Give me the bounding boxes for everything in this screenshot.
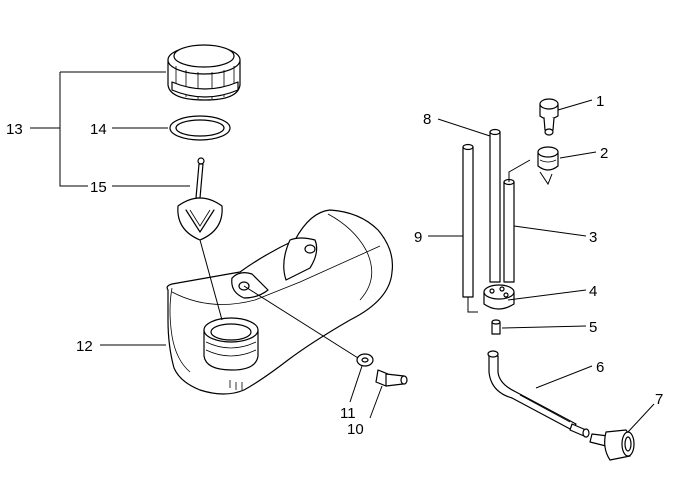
check-valve: [491, 319, 501, 335]
grommet: [483, 284, 515, 310]
callout-8: 8: [423, 111, 431, 128]
callout-11: 11: [340, 405, 356, 422]
bolt: [375, 369, 408, 387]
fuel-cap: [167, 44, 241, 101]
connector: [589, 429, 635, 461]
callout-3: 3: [589, 229, 597, 246]
cap-gasket: [169, 115, 231, 141]
leader-lines: [30, 71, 655, 433]
callout-10: 10: [347, 421, 364, 438]
callout-labels: 13 14 15 12 11 10 1 2 3 4 5 6 7 8 9: [6, 93, 663, 438]
callout-7: 7: [655, 391, 663, 408]
callout-15: 15: [90, 179, 107, 196]
callout-13: 13: [6, 121, 23, 138]
callout-5: 5: [589, 319, 597, 336]
washer: [356, 353, 374, 367]
callout-4: 4: [589, 283, 597, 300]
callout-2: 2: [600, 145, 608, 162]
cap-retainer: [177, 157, 223, 241]
callout-9: 9: [414, 229, 422, 246]
fuel-tube: [462, 143, 474, 298]
callout-12: 12: [76, 338, 93, 355]
callout-1: 1: [596, 93, 604, 110]
fuel-line: [487, 350, 590, 438]
strainer: [539, 98, 559, 136]
callout-14: 14: [90, 121, 107, 138]
callout-6: 6: [596, 359, 604, 376]
fuel-tank: [166, 209, 394, 395]
return-tube: [503, 178, 515, 283]
vent-tube: [489, 128, 501, 283]
filter: [537, 146, 559, 171]
